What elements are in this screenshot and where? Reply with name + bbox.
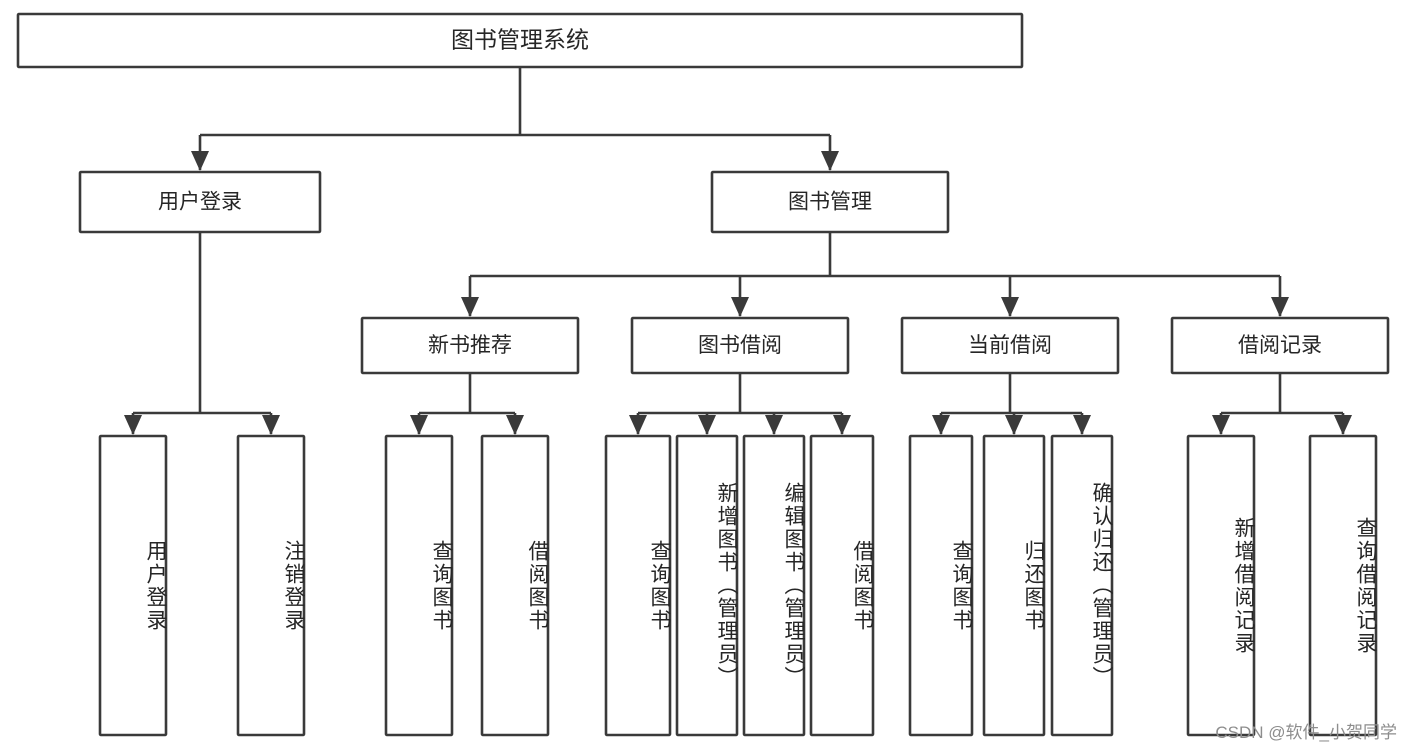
- node-label-user-login: 用户登录: [158, 191, 242, 214]
- arrow-head-icon: [1334, 415, 1352, 435]
- arrow-head-icon: [506, 415, 524, 435]
- node-box-leaf-borrow-book-1[interactable]: [480, 434, 550, 737]
- watermark-text: CSDN @软件_小贺同学: [1215, 723, 1397, 742]
- node-box-leaf-add-book[interactable]: [675, 434, 739, 737]
- arrow-head-icon: [1271, 297, 1289, 317]
- node-box-leaf-edit-book[interactable]: [742, 434, 806, 737]
- node-box-leaf-user-login[interactable]: [98, 434, 168, 737]
- node-box-book-borrow[interactable]: [630, 316, 850, 375]
- arrow-head-icon: [1073, 415, 1091, 435]
- node-box-book-manage[interactable]: [710, 170, 950, 234]
- arrow-head-icon: [410, 415, 428, 435]
- arrow-head-icon: [833, 415, 851, 435]
- connector-layer: [124, 67, 1352, 435]
- arrow-head-icon: [629, 415, 647, 435]
- arrow-head-icon: [765, 415, 783, 435]
- node-box-new-book-rec[interactable]: [360, 316, 580, 375]
- arrow-head-icon: [932, 415, 950, 435]
- node-box-borrow-record[interactable]: [1170, 316, 1390, 375]
- node-box-leaf-return-book[interactable]: [982, 434, 1046, 737]
- node-box-leaf-confirm-return[interactable]: [1050, 434, 1114, 737]
- node-box-user-login[interactable]: [78, 170, 322, 234]
- node-label-borrow-record: 借阅记录: [1238, 334, 1322, 357]
- node-box-leaf-add-record[interactable]: [1186, 434, 1256, 737]
- node-box-current-borrow[interactable]: [900, 316, 1120, 375]
- node-label-root: 图书管理系统: [451, 27, 589, 53]
- arrow-head-icon: [124, 415, 142, 435]
- node-box-root[interactable]: [16, 12, 1024, 69]
- arrow-head-icon: [731, 297, 749, 317]
- node-box-leaf-query-book-1[interactable]: [384, 434, 454, 737]
- node-box-leaf-borrow-book-2[interactable]: [809, 434, 875, 737]
- node-box-leaf-query-record[interactable]: [1308, 434, 1378, 737]
- arrow-head-icon: [821, 151, 839, 171]
- arrow-head-icon: [191, 151, 209, 171]
- node-box-leaf-logout[interactable]: [236, 434, 306, 737]
- arrow-head-icon: [1005, 415, 1023, 435]
- arrow-head-icon: [262, 415, 280, 435]
- arrow-head-icon: [461, 297, 479, 317]
- node-label-current-borrow: 当前借阅: [968, 334, 1052, 357]
- node-label-book-borrow: 图书借阅: [698, 334, 782, 357]
- arrow-head-icon: [698, 415, 716, 435]
- arrow-head-icon: [1001, 297, 1019, 317]
- node-label-book-manage: 图书管理: [788, 191, 872, 214]
- node-box-leaf-query-book-2[interactable]: [604, 434, 672, 737]
- node-label-new-book-rec: 新书推荐: [428, 334, 512, 357]
- node-box-leaf-query-book-3[interactable]: [908, 434, 974, 737]
- arrow-head-icon: [1212, 415, 1230, 435]
